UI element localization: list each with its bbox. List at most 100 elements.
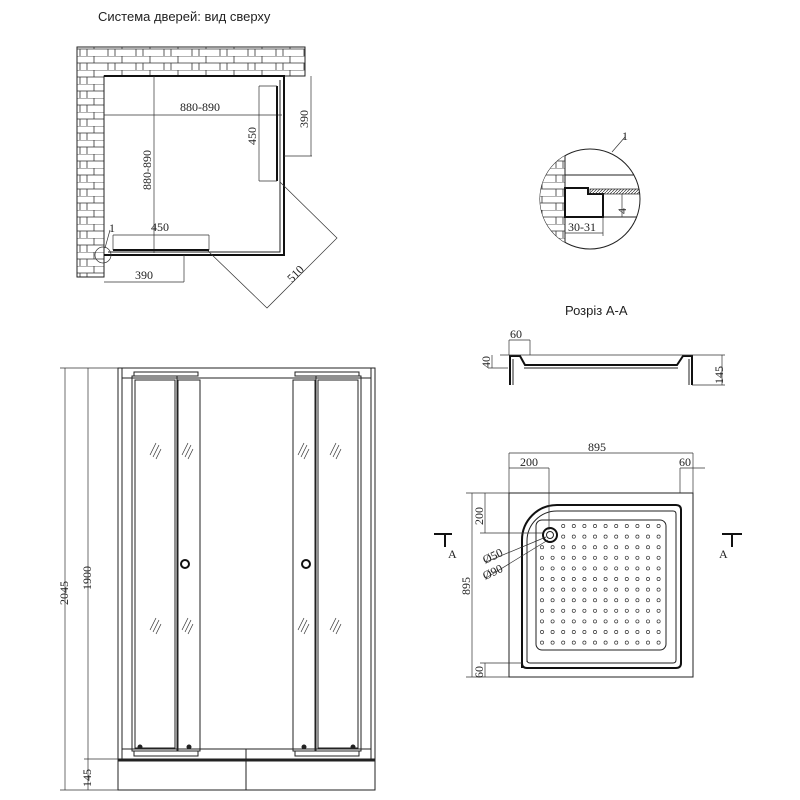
anti-slip-dot: [603, 566, 608, 571]
front-view: 2045 1900 145: [57, 367, 376, 791]
top-view-title: Система дверей: вид сверху: [98, 9, 271, 24]
detail-callout-label: 1: [622, 129, 628, 143]
anti-slip-dot: [624, 555, 629, 560]
anti-slip-dot: [571, 608, 576, 613]
anti-slip-dot: [656, 524, 661, 528]
anti-slip-dot: [603, 524, 608, 528]
anti-slip-dot: [646, 608, 650, 613]
tray-rim-right-label: 60: [679, 455, 691, 469]
anti-slip-dot: [593, 619, 597, 624]
glass-marks: [149, 442, 342, 635]
anti-slip-dot: [635, 545, 640, 550]
anti-slip-dot: [614, 545, 619, 550]
section-rim-width-label: 60: [510, 327, 522, 341]
anti-slip-dot: [656, 640, 661, 645]
callout-label: 1: [109, 221, 115, 235]
anti-slip-dot: [540, 630, 544, 634]
anti-slip-dot: [593, 524, 597, 528]
anti-slip-dot: [582, 608, 587, 613]
section-rim-height-label: 40: [479, 356, 493, 368]
section-title: Розріз А-А: [565, 303, 628, 318]
anti-slip-dot: [582, 587, 587, 592]
base-height-label: 145: [80, 769, 94, 787]
anti-slip-dot: [593, 587, 597, 592]
tray-depth-label: 895: [459, 577, 473, 595]
anti-slip-dot: [603, 587, 608, 592]
anti-slip-dot: [571, 619, 576, 624]
glass-height-label: 1900: [80, 566, 94, 590]
anti-slip-dot: [603, 555, 608, 560]
anti-slip-dot: [635, 640, 640, 645]
anti-slip-dot: [624, 577, 629, 581]
left-door-handle[interactable]: [180, 559, 190, 569]
right-sliding-door[interactable]: [292, 379, 316, 752]
drain-inner: [546, 531, 554, 539]
width-dim-label: 880-890: [180, 100, 220, 114]
anti-slip-dot: [635, 577, 640, 581]
anti-slip-dot: [646, 524, 650, 528]
anti-slip-dot: [624, 619, 629, 624]
right-door-450-label: 450: [245, 127, 259, 145]
anti-slip-dot: [561, 619, 566, 624]
anti-slip-dot: [646, 534, 650, 539]
anti-slip-dot: [593, 555, 597, 560]
anti-slip-dot: [656, 534, 661, 539]
anti-slip-dot: [624, 630, 629, 634]
anti-slip-dot: [603, 577, 608, 581]
anti-slip-dot: [603, 640, 608, 645]
anti-slip-dot: [624, 608, 629, 613]
anti-slip-dot: [635, 598, 640, 603]
anti-slip-dot: [635, 566, 640, 571]
drain-d90-label: Ø90: [480, 561, 505, 582]
anti-slip-dot: [635, 608, 640, 613]
detail-view: 1 30-31 4: [539, 129, 641, 250]
left-fixed-panel: [131, 375, 178, 752]
anti-slip-dot: [614, 534, 619, 539]
right-fixed-panel: [315, 375, 362, 752]
anti-slip-dot: [646, 577, 650, 581]
anti-slip-dot: [635, 555, 640, 560]
section-view: Розріз А-А 60 40 145: [479, 303, 726, 386]
swing-dim-label: 510: [284, 262, 307, 285]
detail-callout-circle: [94, 246, 112, 264]
anti-slip-dot: [571, 534, 576, 539]
anti-slip-dot: [603, 598, 608, 603]
anti-slip-dot: [624, 566, 629, 571]
anti-slip-dot: [635, 630, 640, 634]
anti-slip-dot: [624, 640, 629, 645]
anti-slip-dot: [540, 577, 544, 581]
anti-slip-dot: [646, 630, 650, 634]
door-rollers: [137, 744, 356, 750]
anti-slip-dot: [646, 566, 650, 571]
anti-slip-dot: [593, 630, 597, 634]
anti-slip-dot: [624, 534, 629, 539]
anti-slip-dot: [614, 640, 619, 645]
anti-slip-dot: [540, 566, 544, 571]
anti-slip-dot: [571, 524, 576, 528]
anti-slip-dot: [571, 566, 576, 571]
anti-slip-dot: [561, 555, 566, 560]
anti-slip-dot: [571, 577, 576, 581]
anti-slip-dot: [571, 630, 576, 634]
tray-drain-y-label: 200: [472, 507, 486, 525]
anti-slip-dot: [561, 545, 566, 550]
anti-slip-dot: [540, 555, 544, 560]
anti-slip-dot: [561, 598, 566, 603]
anti-slip-dot: [582, 598, 587, 603]
anti-slip-dot: [656, 619, 661, 624]
anti-slip-dot: [603, 534, 608, 539]
anti-slip-dot: [550, 566, 555, 571]
section-mark-right: A: [719, 547, 728, 561]
anti-slip-dot: [635, 524, 640, 528]
anti-slip-dot: [656, 598, 661, 603]
anti-slip-dot: [540, 587, 544, 592]
anti-slip-dot: [593, 608, 597, 613]
anti-slip-dot: [635, 587, 640, 592]
anti-slip-dot: [614, 619, 619, 624]
right-door-handle[interactable]: [301, 559, 311, 569]
total-height-label: 2045: [57, 581, 71, 605]
anti-slip-dot: [540, 640, 544, 645]
section-mark-left: A: [448, 547, 457, 561]
anti-slip-dot: [550, 640, 555, 645]
anti-slip-dot: [550, 587, 555, 592]
